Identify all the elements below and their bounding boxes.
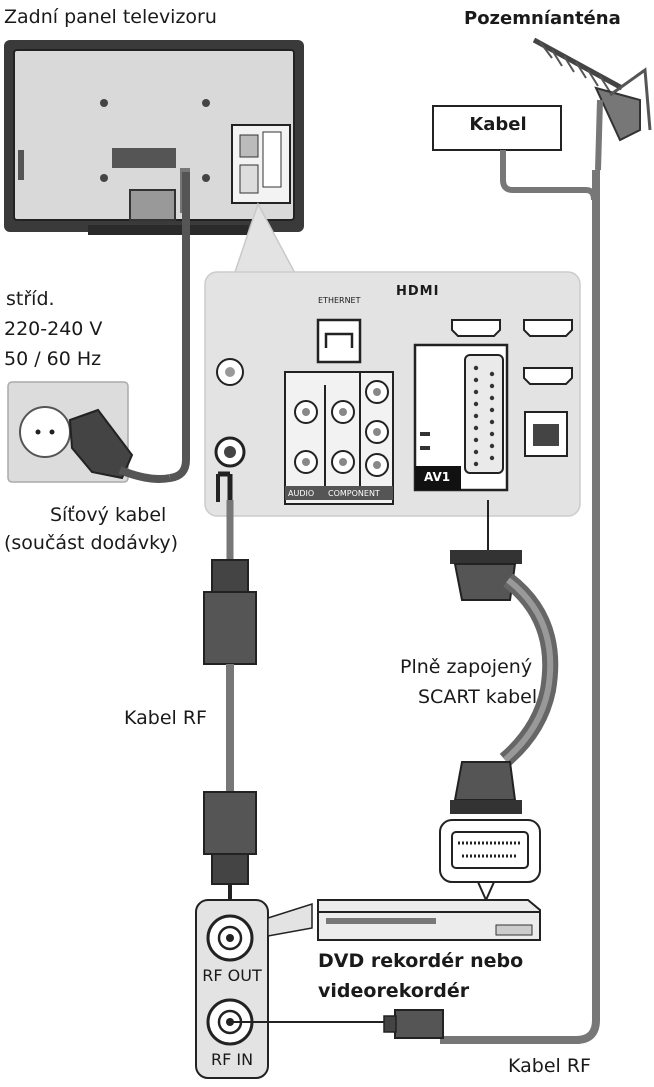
rf-cable-label-left: Kabel RF [124, 707, 207, 729]
scart-cable-label-line1: Plně zapojený [400, 656, 533, 678]
mains-cable [169, 172, 190, 482]
mains-cable-note: (součást dodávky) [4, 532, 179, 554]
antenna-label: Pozemníanténa [464, 8, 621, 29]
tv-back-title: Zadní panel televizoru [4, 6, 217, 28]
tv-back-panel [4, 40, 304, 235]
rf-out-label: RF OUT [202, 966, 262, 985]
power-label-type: stříd. [6, 288, 55, 310]
power-label-voltage: 220-240 V [4, 318, 103, 340]
scart-cable [439, 500, 559, 903]
ethernet-label: ETHERNET [318, 296, 361, 305]
antenna-drawing [532, 37, 652, 171]
hdmi-logo: HDMI [396, 284, 440, 299]
dvd-label-line1: DVD rekordér nebo [318, 950, 524, 972]
rf-in-label: RF IN [210, 1050, 254, 1069]
rf-cable-right [383, 170, 600, 1044]
dvd-recorder [317, 899, 541, 941]
av1-label: AV1 [424, 470, 451, 484]
power-label-frequency: 50 / 60 Hz [4, 348, 102, 370]
connector-panel [204, 271, 581, 517]
rf-cable-label-bottom: Kabel RF [508, 1055, 591, 1077]
power-outlet [7, 381, 171, 483]
cable-input [432, 105, 597, 201]
audio-label: AUDIO [288, 489, 315, 498]
mains-cable-label: Síťový kabel [50, 504, 167, 526]
rf-cable-left [203, 436, 257, 910]
cable-box-label: Kabel [469, 114, 527, 135]
component-label: COMPONENT [328, 489, 380, 498]
scart-cable-label-line2: SCART kabel [418, 686, 538, 708]
rf-ports-panel [195, 899, 385, 1079]
dvd-label-line2: videorekordér [318, 980, 470, 1002]
